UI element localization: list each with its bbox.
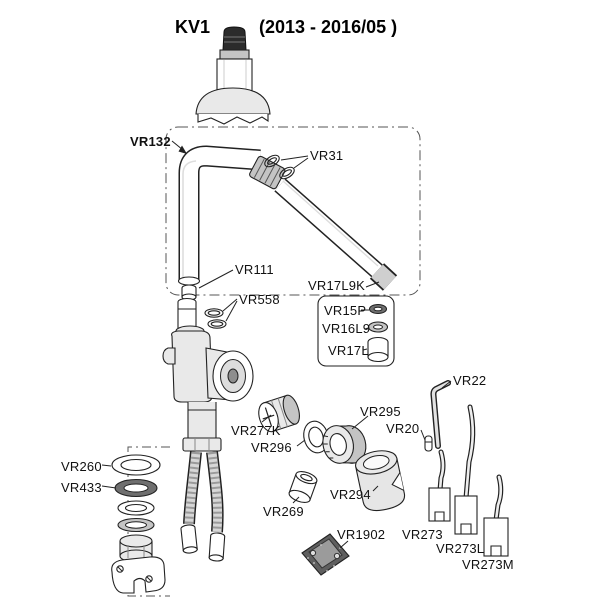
vr558-orings — [204, 308, 227, 329]
part-label-vr22: VR22 — [453, 373, 487, 388]
part-label-vr1902: VR1902 — [337, 527, 386, 542]
part-label-vr273m: VR273M — [462, 557, 514, 572]
model-years: (2013 - 2016/05 ) — [259, 17, 398, 37]
spout-coupling — [249, 155, 286, 190]
vr273l-tool — [454, 404, 478, 535]
part-label-vr16l9: VR16L9 — [322, 321, 371, 336]
faucet-body-drawing — [162, 297, 254, 562]
part-label-vr31: VR31 — [310, 148, 344, 163]
part-label-vr17l: VR17L — [328, 343, 369, 358]
part-label-vr111: VR111 — [235, 262, 274, 277]
part-label-vr17l9k: VR17L9K — [308, 278, 366, 293]
part-label-vr295: VR295 — [360, 404, 401, 419]
vr273-tool — [428, 449, 451, 522]
part-label-vr296: VR296 — [251, 440, 292, 455]
part-label-vr558: VR558 — [239, 292, 280, 307]
vr31-orings — [264, 154, 295, 180]
vr1902-part — [301, 533, 350, 576]
vr273m-tool — [483, 474, 509, 557]
vr17l9k-group — [317, 295, 395, 367]
part-label-vr260: VR260 — [61, 459, 102, 474]
part-label-vr269: VR269 — [263, 504, 304, 519]
vr132-assembly-frame — [165, 126, 421, 296]
vr277k-part — [258, 394, 300, 433]
model-title: KV1 — [175, 17, 211, 37]
part-label-vr294: VR294 — [330, 487, 371, 502]
part-label-vr132: VR132 — [130, 134, 171, 149]
vr20-part — [424, 435, 433, 452]
screw-icon — [116, 565, 124, 573]
leader-lines — [101, 140, 452, 549]
part-label-vr433: VR433 — [61, 480, 102, 495]
spout-drawing — [177, 145, 398, 291]
part-label-vr20: VR20 — [386, 421, 420, 436]
part-label-vr273: VR273 — [402, 527, 443, 542]
faucet-head-drawing — [195, 26, 271, 125]
part-label-vr15p: VR15P — [324, 303, 367, 318]
screw-icon — [145, 575, 153, 583]
vr294-part — [355, 450, 406, 512]
vr295-part — [322, 425, 367, 464]
part-label-vr277k: VR277K — [231, 423, 281, 438]
vr269-part — [288, 471, 318, 503]
base-mount-group — [111, 446, 170, 597]
vr22-part — [430, 380, 451, 449]
part-label-vr273l: VR273L — [436, 541, 485, 556]
